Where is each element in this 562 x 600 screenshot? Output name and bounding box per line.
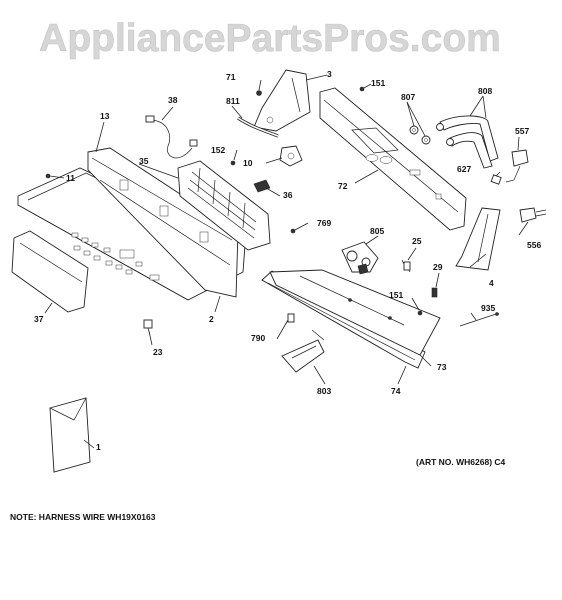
callout-36: 36 <box>283 190 293 200</box>
part-808-hoses <box>436 115 499 169</box>
part-1-envelope <box>49 397 91 473</box>
callout-3: 3 <box>327 69 332 79</box>
callout-807: 807 <box>401 92 415 102</box>
part-25-sensor <box>401 259 411 273</box>
callout-1: 1 <box>96 442 101 452</box>
screw-11 <box>45 173 51 179</box>
callout-11: 11 <box>66 173 75 183</box>
art-number: (ART NO. WH6268) C4 <box>416 457 506 467</box>
screw-151-top <box>359 86 365 92</box>
part-29-clip <box>431 287 438 298</box>
callout-73: 73 <box>437 362 447 372</box>
screw-152 <box>230 160 236 166</box>
part-2-support-panel <box>87 147 239 298</box>
callout-803: 803 <box>317 386 331 396</box>
callout-25: 25 <box>412 236 422 246</box>
callout-627: 627 <box>457 164 471 174</box>
callout-13: 13 <box>100 111 110 121</box>
callout-808: 808 <box>478 86 492 96</box>
part-73-top-cover <box>269 269 441 356</box>
callout-38: 38 <box>168 95 178 105</box>
callout-556: 556 <box>527 240 541 250</box>
callout-2: 2 <box>209 314 214 324</box>
leader-lines <box>44 74 529 449</box>
callout-labels: 1 2 3 4 10 11 13 23 25 29 35 36 37 38 71… <box>34 69 541 452</box>
callout-29: 29 <box>433 262 443 272</box>
part-37-glass-overlay <box>11 230 89 313</box>
callout-769: 769 <box>317 218 331 228</box>
harness-note: NOTE: HARNESS WIRE WH19X0163 <box>10 512 156 522</box>
callout-74: 74 <box>391 386 401 396</box>
part-807-washers <box>409 125 431 145</box>
part-627-clip <box>490 174 502 185</box>
callout-811: 811 <box>226 96 240 106</box>
part-10-switch <box>279 145 303 167</box>
part-805-valve <box>341 241 379 275</box>
part-803-bracket <box>281 329 325 373</box>
part-3-end-cap-left <box>253 69 311 132</box>
part-72-backsplash <box>319 87 467 231</box>
part-557-connector <box>505 149 529 183</box>
callout-935: 935 <box>481 303 495 313</box>
callout-37: 37 <box>34 314 44 324</box>
part-4-end-cap-right <box>455 207 501 271</box>
screw-151-lower <box>417 310 423 316</box>
callout-557: 557 <box>515 126 529 136</box>
part-35-grid-board <box>177 160 271 251</box>
callout-35: 35 <box>139 156 149 166</box>
part-935-wire <box>459 312 499 327</box>
part-38-wire-harness <box>145 115 198 159</box>
callout-805: 805 <box>370 226 384 236</box>
part-790-screw <box>287 313 295 323</box>
callout-152: 152 <box>211 145 225 155</box>
callout-4: 4 <box>489 278 494 288</box>
callout-10: 10 <box>243 158 253 168</box>
callout-151-lower: 151 <box>389 290 403 300</box>
callout-71: 71 <box>226 72 236 82</box>
part-23-screw <box>143 319 153 336</box>
callout-23: 23 <box>153 347 163 357</box>
part-36-cap <box>253 179 271 193</box>
callout-151-top: 151 <box>371 78 385 88</box>
part-556-plug <box>519 207 547 223</box>
callout-790: 790 <box>251 333 265 343</box>
part-811-wire <box>237 116 279 138</box>
callout-72: 72 <box>338 181 348 191</box>
screw-769 <box>290 228 296 234</box>
screw-71 <box>256 90 262 96</box>
watermark-text: AppliancePartsPros.com <box>39 17 501 60</box>
